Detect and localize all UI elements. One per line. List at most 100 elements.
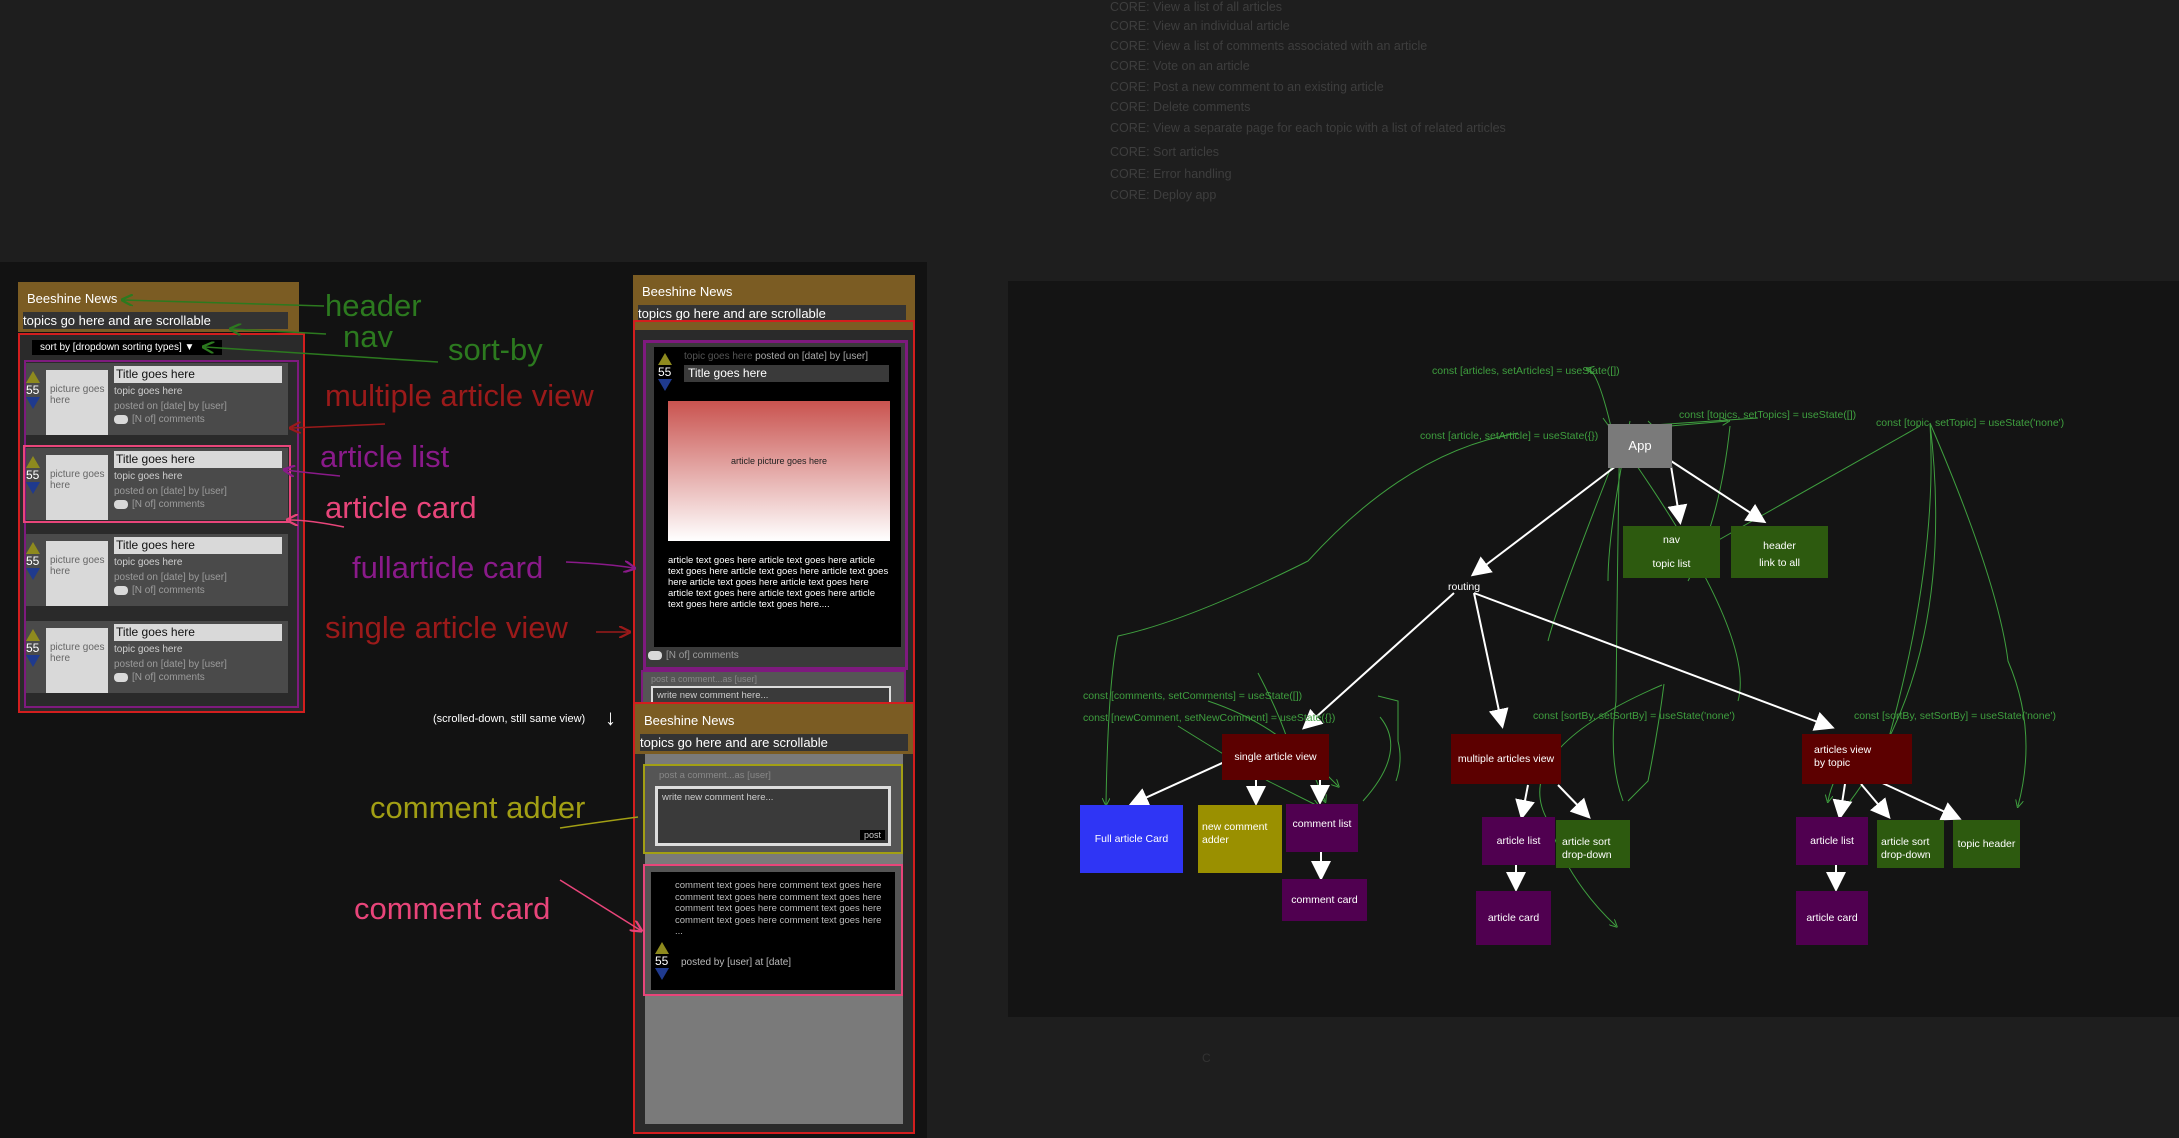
wf-card-posted: posted on [date] by [user]	[114, 401, 227, 412]
comment-bubble-icon	[114, 585, 128, 595]
wf-comments-count[interactable]: [N of] comments	[648, 650, 739, 661]
upvote-arrow-icon[interactable]	[26, 542, 40, 554]
node-article-sort-line2: drop-down	[1562, 849, 1612, 861]
node-article-sort: article sort drop-down	[1556, 820, 1630, 868]
post-button[interactable]: post	[859, 830, 885, 840]
arrow-sort	[205, 347, 439, 363]
wf-comments-text: [N of] comments	[666, 650, 739, 661]
wf-article-card-highlighted[interactable]: 55 picture goes here Title goes here top…	[23, 445, 291, 523]
scrolled-article-wireframe: Beeshine News topics go here and are scr…	[633, 702, 915, 1134]
dropdown-arrow-icon: ▼	[184, 342, 195, 353]
downvote-arrow-icon[interactable]	[655, 968, 669, 980]
arrow-multiple	[292, 424, 386, 428]
wf-thumbnail: picture goes here	[46, 370, 108, 435]
vote-widget[interactable]: 55	[655, 942, 671, 980]
upvote-arrow-icon[interactable]	[658, 353, 672, 365]
upvote-arrow-icon[interactable]	[26, 371, 40, 383]
label-article-card: article card	[325, 490, 477, 525]
wf-full-meta: topic goes here posted on [date] by [use…	[684, 351, 868, 362]
node-single-article-view: single article view	[1222, 734, 1329, 780]
vote-count: 55	[26, 383, 40, 397]
wf-card-title[interactable]: Title goes here	[114, 537, 282, 554]
node-header-line1: header	[1763, 540, 1796, 552]
tree-edges	[1128, 460, 1962, 892]
requirement-item: CORE: Error handling	[1110, 167, 1232, 181]
node-header-line2: link to all	[1759, 557, 1800, 569]
node-articles-by-topic-line1: articles view	[1814, 744, 1872, 756]
node-articles-by-topic-line2: by topic	[1814, 757, 1851, 769]
vote-widget[interactable]: 55	[658, 353, 674, 391]
downvote-arrow-icon[interactable]	[26, 655, 40, 667]
wf-card-title[interactable]: Title goes here	[114, 451, 282, 468]
label-article-list: article list	[320, 439, 450, 474]
label-header: header	[325, 288, 422, 323]
downvote-arrow-icon[interactable]	[26, 568, 40, 580]
wf-card-comments[interactable]: [N of] comments	[114, 414, 205, 425]
scroll-note: (scrolled-down, still same view)	[433, 713, 586, 725]
node-nav-line2: topic list	[1652, 558, 1691, 570]
wf-brand: Beeshine News	[27, 291, 118, 306]
upvote-arrow-icon[interactable]	[26, 629, 40, 641]
component-tree-panel: App nav topic list header link to all ro…	[1008, 281, 2179, 1017]
wf-comments-text: [N of] comments	[132, 499, 205, 510]
vote-widget[interactable]: 55	[26, 629, 42, 667]
wf-sort-dropdown[interactable]: sort by [dropdown sorting types] ▼	[32, 340, 222, 355]
tree-connectors	[1008, 281, 2027, 1017]
upvote-arrow-icon[interactable]	[655, 942, 669, 954]
wf-nav-text: topics go here and are scrollable	[640, 735, 828, 750]
node-routing: routing	[1448, 581, 1481, 593]
node-comment-list: comment list	[1286, 804, 1358, 852]
node-comment-card: comment card	[1282, 879, 1367, 921]
label-nav: nav	[343, 319, 393, 354]
wf-comment-card: comment text goes here comment text goes…	[643, 864, 903, 996]
wf-card-comments[interactable]: [N of] comments	[114, 672, 205, 683]
label-single-article-view: single article view	[325, 610, 568, 645]
label-sort-by: sort-by	[448, 332, 543, 367]
wf-comments-text: [N of] comments	[132, 672, 205, 683]
node-header: header link to all	[1731, 526, 1828, 578]
vote-count: 55	[655, 954, 669, 968]
wf-comment-prompt: post a comment...as [user]	[659, 770, 771, 781]
node-article-card: article card	[1476, 891, 1551, 945]
wf-card-posted: posted on [date] by [user]	[114, 486, 227, 497]
node-article-sort-topic-line2: drop-down	[1881, 849, 1931, 861]
wf-fullarticle-card: 55 topic goes here posted on [date] by […	[643, 340, 908, 670]
node-topic-header: topic header	[1953, 820, 2020, 868]
arrow-header	[124, 300, 325, 307]
wf-comment-prompt: post a comment...as [user]	[651, 674, 758, 684]
downvote-arrow-icon[interactable]	[26, 482, 40, 494]
vote-widget[interactable]: 55	[26, 456, 42, 494]
wf-nav-text: topics go here and are scrollable	[638, 306, 826, 321]
arrow-nav	[232, 329, 327, 334]
wf-new-comment-input[interactable]: write new comment here... post	[655, 786, 891, 846]
wf-article-card[interactable]: 55 picture goes here Title goes here top…	[26, 363, 288, 435]
upvote-arrow-icon[interactable]	[26, 456, 40, 468]
state-topics: const [topics, setTopics] = useState([])	[1679, 409, 1857, 421]
comment-bubble-icon	[648, 650, 662, 660]
wf-card-topic: topic goes here	[114, 386, 183, 397]
wf-card-title[interactable]: Title goes here	[114, 624, 282, 641]
requirement-item: CORE: Post a new comment to an existing …	[1110, 80, 1384, 94]
wf-card-comments[interactable]: [N of] comments	[114, 499, 205, 510]
arrow-article-card	[289, 520, 345, 528]
wf-nav[interactable]: topics go here and are scrollable	[638, 305, 906, 322]
vote-widget[interactable]: 55	[26, 371, 42, 409]
arrow-fullarticle	[565, 562, 633, 568]
downvote-arrow-icon[interactable]	[658, 379, 672, 391]
node-new-comment-line2: adder	[1202, 834, 1229, 846]
vote-widget[interactable]: 55	[26, 542, 42, 580]
wf-nav[interactable]: topics go here and are scrollable	[23, 312, 288, 329]
comment-bubble-icon	[114, 414, 128, 424]
wf-card-title[interactable]: Title goes here	[114, 366, 282, 383]
arrow-comment-adder	[559, 816, 639, 829]
wf-nav[interactable]: topics go here and are scrollable	[640, 734, 908, 751]
node-nav-line1: nav	[1663, 534, 1680, 546]
downvote-arrow-icon[interactable]	[26, 397, 40, 409]
wf-card-comments[interactable]: [N of] comments	[114, 585, 205, 596]
wf-full-posted: posted on [date] by [user]	[755, 351, 869, 362]
wf-article-card[interactable]: 55 picture goes here Title goes here top…	[26, 621, 288, 693]
wf-header: Beeshine News topics go here and are scr…	[635, 704, 913, 754]
wf-article-card[interactable]: 55 picture goes here Title goes here top…	[26, 534, 288, 606]
state-sort-multi: const [sortBy, setSortBy] = useState('no…	[1533, 710, 1735, 722]
arrow-comment-card	[559, 879, 640, 930]
